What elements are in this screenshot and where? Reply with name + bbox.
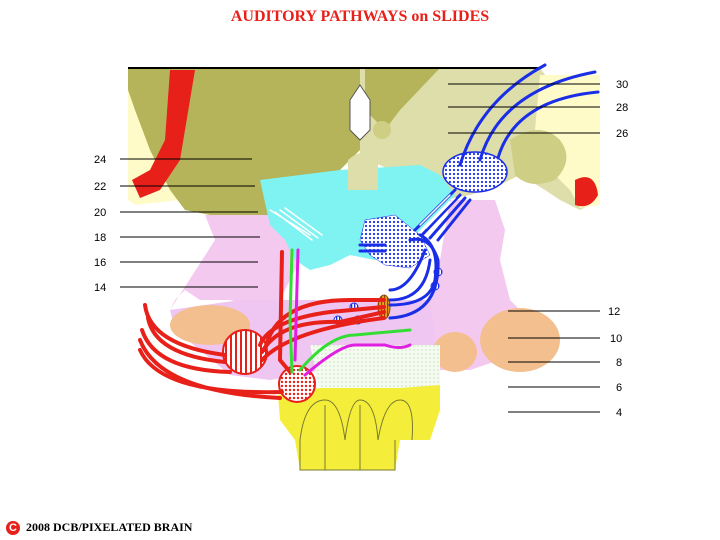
- label-16: 16: [94, 257, 106, 269]
- label-24: 24: [94, 154, 106, 166]
- magenta-fiber: [293, 248, 412, 377]
- label-28: 28: [616, 102, 628, 114]
- label-12: 12: [608, 306, 620, 318]
- copyright-text: 2008 DCB/PIXELATED BRAIN: [26, 520, 193, 534]
- label-8: 8: [616, 357, 622, 369]
- label-20: 20: [94, 207, 106, 219]
- label-26: 26: [616, 128, 628, 140]
- inferior-colliculus-dotted: [442, 151, 508, 193]
- label-10: 10: [610, 333, 622, 345]
- cochlear-nucleus-striped: [222, 329, 268, 375]
- white-fibers: [269, 194, 456, 241]
- label-22: 22: [94, 181, 106, 193]
- label-4: 4: [616, 407, 622, 419]
- pathways: [138, 63, 600, 400]
- green-fiber: [288, 248, 412, 374]
- leader-lines: [120, 83, 600, 413]
- label-6: 6: [616, 382, 622, 394]
- copyright-notice: C 2008 DCB/PIXELATED BRAIN: [6, 520, 192, 535]
- number-labels: 24 22 20 18 16 14 30 28 26 12 10 8 6 4: [94, 79, 628, 419]
- copyright-icon: C: [6, 520, 20, 535]
- label-30: 30: [616, 79, 628, 91]
- background-structures: [128, 67, 600, 471]
- label-18: 18: [94, 232, 106, 244]
- red-fibers: [138, 250, 386, 400]
- label-14: 14: [94, 282, 106, 294]
- diagram-title: AUDITORY PATHWAYS on SLIDES: [230, 8, 490, 25]
